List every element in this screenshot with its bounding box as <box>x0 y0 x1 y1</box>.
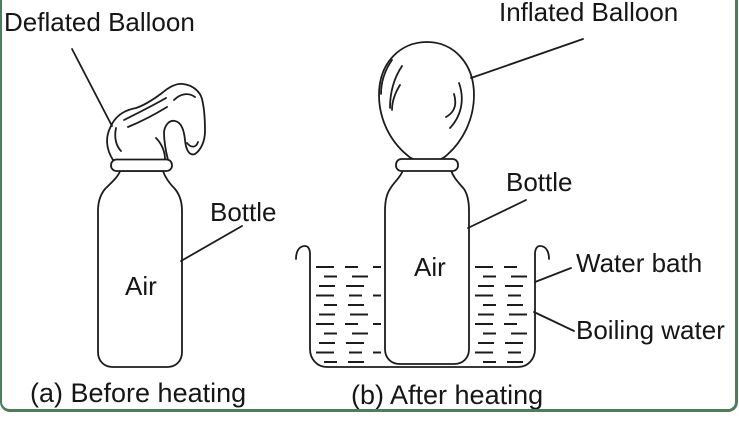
leader-line-deflated-balloon <box>71 48 113 127</box>
bottle-a-label: Bottle <box>210 197 277 227</box>
boiling-water-dashes-right <box>475 266 527 363</box>
caption-before-heating: (a) Before heating <box>30 378 247 408</box>
leader-line-boiling-water <box>533 311 575 332</box>
bottle-a-shape <box>97 170 183 368</box>
bottle-b-label: Bottle <box>506 167 573 197</box>
inflated-balloon-label: Inflated Balloon <box>499 0 679 27</box>
air-a-label: Air <box>125 271 157 301</box>
balloon-neck-ring-a <box>110 158 173 172</box>
deflated-balloon-outline <box>106 82 206 161</box>
boiling-water-label: Boiling water <box>576 315 725 345</box>
boiling-water-dashes-left <box>316 266 381 363</box>
deflated-balloon-label: Deflated Balloon <box>4 7 195 37</box>
leader-line-inflated-balloon <box>470 38 584 79</box>
caption-after-heating: (b) After heating <box>351 380 544 410</box>
water-bath-container <box>295 245 550 368</box>
bottle-b-shape <box>384 169 470 365</box>
leader-line-bottle-a <box>180 225 243 262</box>
deflated-balloon-fold-lines <box>114 93 199 160</box>
inflated-balloon-sheen-lines <box>380 59 463 129</box>
leader-line-bottle-b <box>467 199 527 229</box>
leader-line-water-bath <box>534 267 572 283</box>
water-bath-label: Water bath <box>576 248 703 278</box>
air-b-label: Air <box>414 252 446 282</box>
balloon-neck-ring-b <box>395 158 459 172</box>
